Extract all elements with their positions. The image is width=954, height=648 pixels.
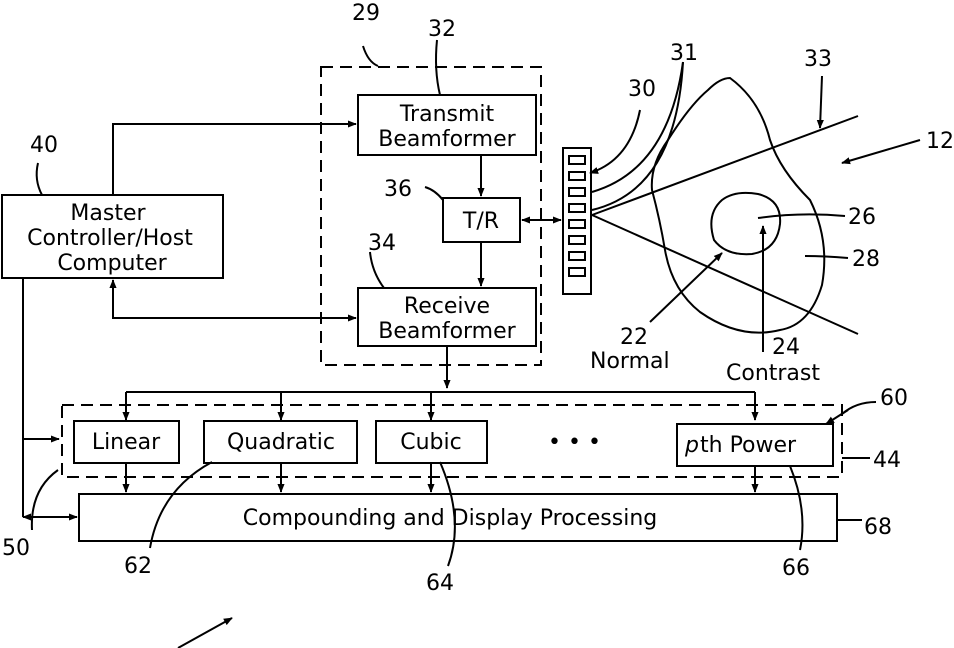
master-line2: Controller/Host xyxy=(27,226,193,251)
ref-62: 62 xyxy=(124,554,152,579)
ref-36: 36 xyxy=(384,177,412,202)
master-controller-block: Master Controller/Host Computer xyxy=(2,195,223,278)
compounding-label: Compounding and Display Processing xyxy=(243,506,658,531)
linear-block: Linear xyxy=(74,421,179,463)
ref-66: 66 xyxy=(782,556,810,581)
transmit-beamformer-block: Transmit Beamformer xyxy=(358,95,536,155)
cubic-block: Cubic xyxy=(376,421,487,463)
ref-40: 40 xyxy=(30,133,58,158)
master-line1: Master xyxy=(70,201,146,226)
ref-64: 64 xyxy=(426,571,454,596)
quadratic-label: Quadratic xyxy=(227,430,335,455)
pth-power-block: p th Power xyxy=(677,424,833,466)
compounding-display-block: Compounding and Display Processing xyxy=(79,494,837,541)
tr-switch-block: T/R xyxy=(443,198,520,242)
cubic-label: Cubic xyxy=(400,430,461,455)
ref-28: 28 xyxy=(852,247,880,272)
pth-p-label: p xyxy=(684,433,699,458)
receive-line2: Beamformer xyxy=(378,319,516,344)
contrast-label: Contrast xyxy=(726,361,820,386)
ref-26: 26 xyxy=(848,205,876,230)
ellipsis: • • • xyxy=(548,430,601,455)
normal-label: Normal xyxy=(590,349,670,374)
ref-31: 31 xyxy=(670,41,698,66)
receive-line1: Receive xyxy=(404,294,490,319)
ref-34: 34 xyxy=(368,231,396,256)
pth-rest-label: th Power xyxy=(700,433,797,458)
ref-33: 33 xyxy=(804,47,832,72)
master-line3: Computer xyxy=(57,251,167,276)
contrast-region xyxy=(711,193,780,254)
ref-50: 50 xyxy=(2,536,30,561)
ref-32: 32 xyxy=(428,17,456,42)
linear-label: Linear xyxy=(92,430,161,455)
ref-22: 22 xyxy=(620,325,648,350)
receive-beamformer-block: Receive Beamformer xyxy=(358,288,536,346)
ref-29: 29 xyxy=(352,1,380,26)
transmit-line1: Transmit xyxy=(399,102,495,127)
quadratic-block: Quadratic xyxy=(204,421,357,463)
ref-24: 24 xyxy=(772,335,800,360)
ref-60: 60 xyxy=(880,386,908,411)
ref-44: 44 xyxy=(873,448,901,473)
ref-12: 12 xyxy=(926,129,954,154)
ref-68: 68 xyxy=(864,515,892,540)
transducer-array xyxy=(563,148,591,294)
ref-30: 30 xyxy=(628,77,656,102)
transmit-line2: Beamformer xyxy=(378,127,516,152)
tr-label: T/R xyxy=(462,209,499,234)
